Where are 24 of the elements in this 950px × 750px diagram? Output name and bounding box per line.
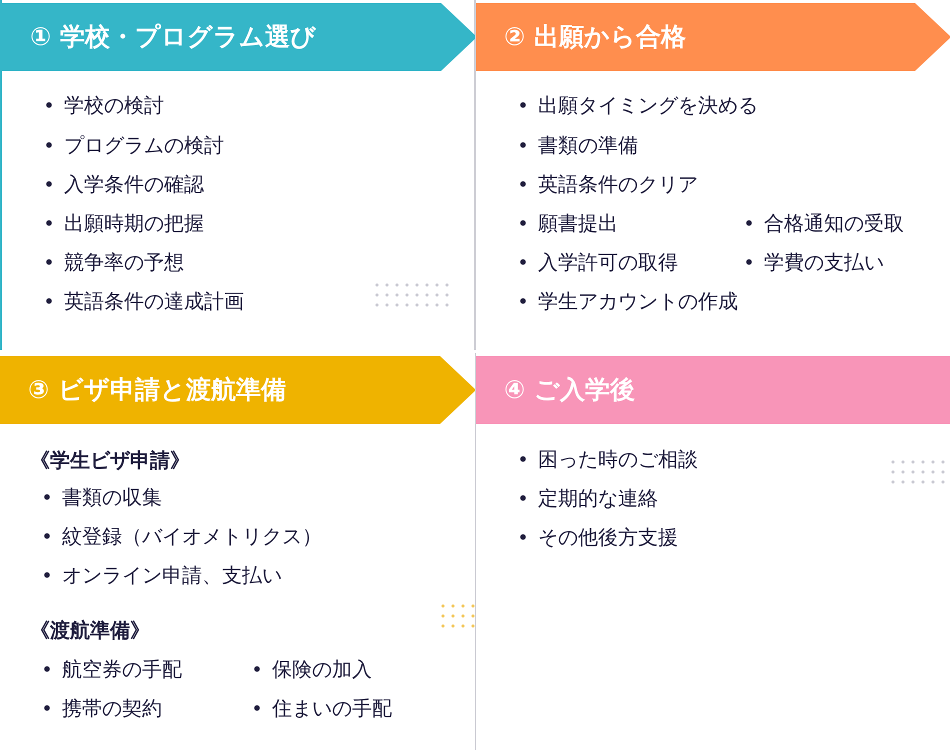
- list-item: 航空券の手配: [42, 656, 182, 682]
- section-subheading: 《学生ビザ申請》: [30, 447, 190, 473]
- list-item: 入学許可の取得: [518, 249, 678, 275]
- step-heading: ① 学校・プログラム選び: [30, 21, 316, 53]
- list-item: 住まいの手配: [252, 695, 392, 721]
- step-heading: ② 出願から合格: [504, 21, 686, 53]
- list-item: 入学条件の確認: [44, 171, 204, 197]
- section-subheading: 《渡航準備》: [30, 617, 150, 643]
- step-panel: [0, 0, 475, 350]
- list-item: 競争率の予想: [44, 249, 184, 275]
- list-item: 定期的な連絡: [518, 485, 658, 511]
- list-item: 合格通知の受取: [744, 210, 904, 236]
- list-item: その他後方支援: [518, 524, 678, 550]
- list-item: オンライン申請、支払い: [42, 562, 282, 588]
- step-panel: [475, 0, 950, 350]
- step-heading: ③ ビザ申請と渡航準備: [28, 374, 286, 406]
- list-item: 学校の検討: [44, 92, 164, 118]
- list-item: プログラムの検討: [44, 132, 224, 158]
- list-item: 保険の加入: [252, 656, 372, 682]
- list-item: 困った時のご相談: [518, 446, 698, 472]
- list-item: 英語条件のクリア: [518, 171, 698, 197]
- list-item: 英語条件の達成計画: [44, 288, 244, 314]
- step-heading: ④ ご入学後: [504, 374, 635, 406]
- list-item: 携帯の契約: [42, 695, 162, 721]
